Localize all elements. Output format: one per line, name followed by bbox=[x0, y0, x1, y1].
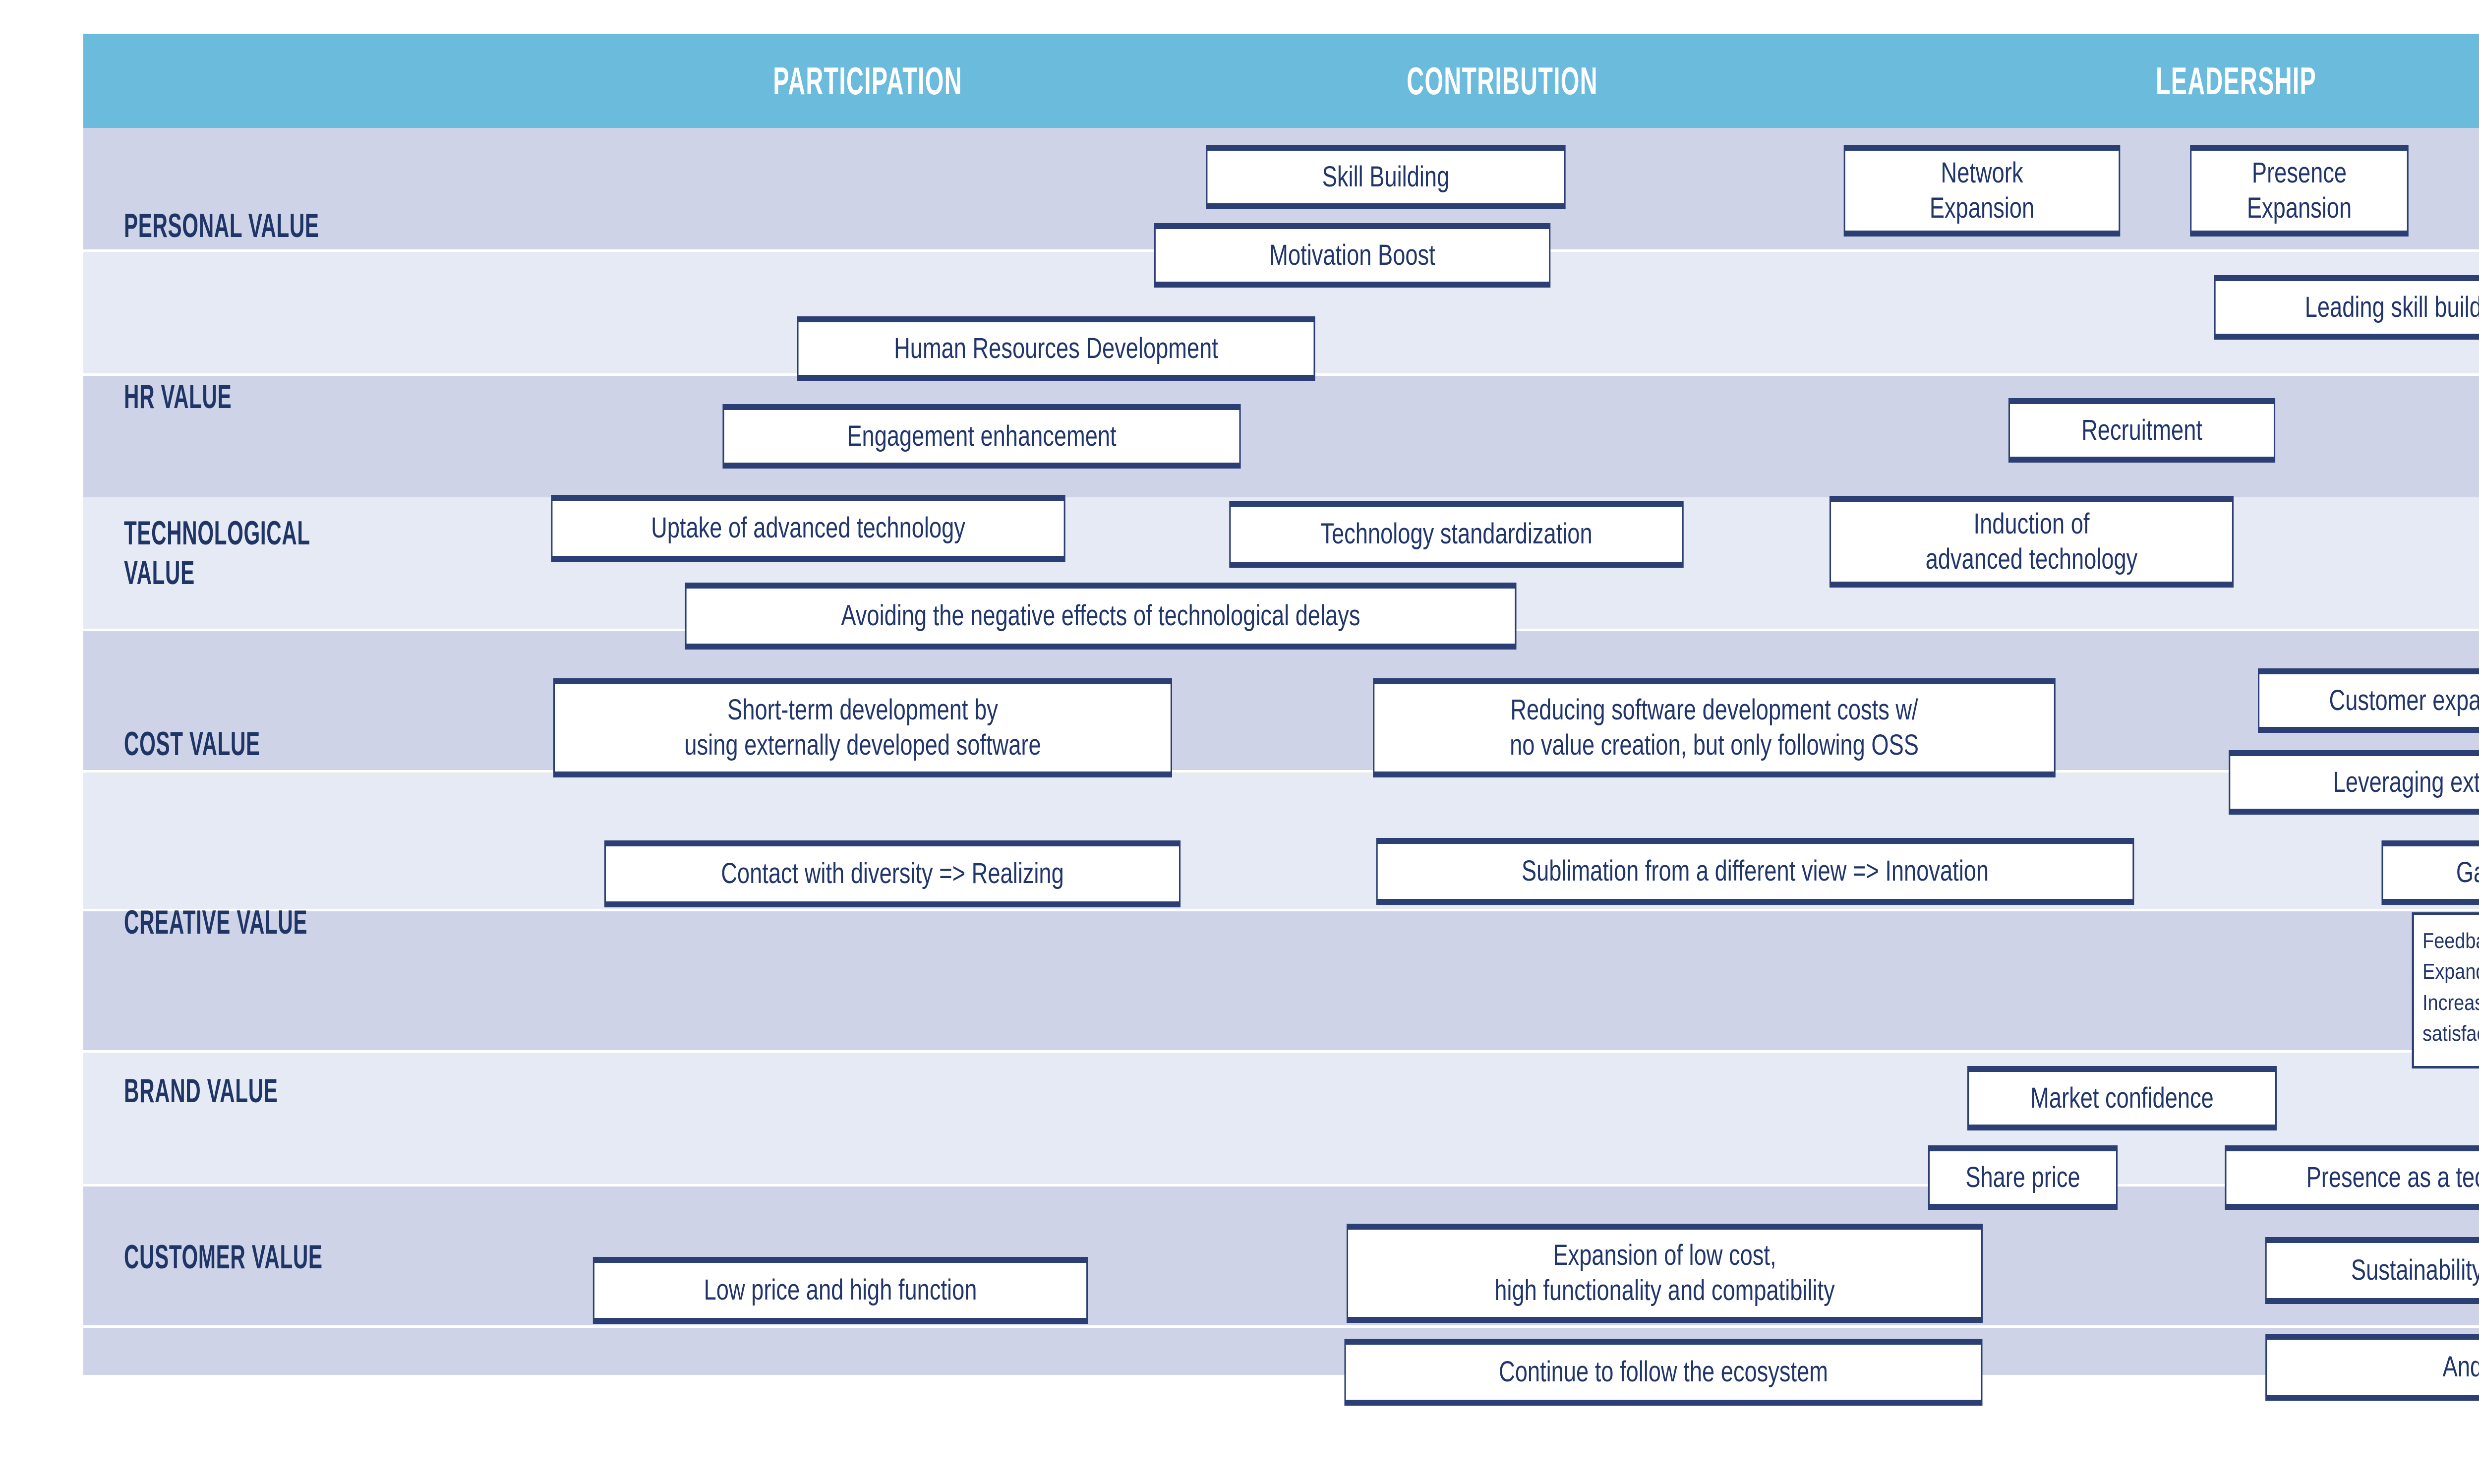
row-label-personal-value: PERSONAL VALUE bbox=[124, 207, 319, 244]
cell-low-price-high-function[interactable]: Low price and high function bbox=[592, 1257, 1088, 1324]
row-band-8 bbox=[83, 1187, 2479, 1325]
row-label-customer-value: CUSTOMER VALUE bbox=[124, 1238, 323, 1276]
column-header-leadership: LEADERSHIP bbox=[2155, 59, 2317, 103]
cell-and-more[interactable]: And more??? bbox=[2265, 1334, 2479, 1401]
cell-sustainability-service-product[interactable]: Sustainability of service/product bbox=[2265, 1237, 2479, 1304]
cell-avoiding-negative-effects[interactable]: Avoiding the negative effects of technol… bbox=[685, 583, 1517, 650]
cell-recruitment[interactable]: Recruitment bbox=[2008, 398, 2276, 463]
cell-motivation-boost[interactable]: Motivation Boost bbox=[1154, 223, 1551, 288]
row-band-6 bbox=[83, 911, 2479, 1050]
row-band-9 bbox=[83, 1328, 2479, 1375]
cell-network-expansion[interactable]: Network Expansion bbox=[1843, 145, 2121, 237]
cell-technology-standardization[interactable]: Technology standardization bbox=[1229, 501, 1684, 568]
cell-leading-skill-building[interactable]: Leading skill building bbox=[2214, 275, 2479, 340]
row-label-technological-value: TECHNOLOGICAL VALUE bbox=[124, 514, 310, 592]
column-header-participation: PARTICIPATION bbox=[773, 59, 962, 103]
cell-human-resources-development[interactable]: Human Resources Development bbox=[797, 316, 1315, 381]
row-label-hr-value: HR VALUE bbox=[124, 378, 232, 416]
cell-short-term-development[interactable]: Short-term development by using external… bbox=[553, 678, 1172, 777]
cell-uptake-advanced-technology[interactable]: Uptake of advanced technology bbox=[551, 495, 1065, 562]
cell-skill-building[interactable]: Skill Building bbox=[1206, 145, 1566, 209]
cell-engagement-enhancement[interactable]: Engagement enhancement bbox=[722, 404, 1241, 469]
cell-induction-advanced-technology[interactable]: Induction of advanced technology bbox=[1829, 496, 2234, 588]
cell-reducing-software-costs[interactable]: Reducing software development costs w/ n… bbox=[1373, 678, 2056, 777]
cell-continue-follow-ecosystem[interactable]: Continue to follow the ecosystem bbox=[1344, 1339, 1983, 1406]
cell-gaining-community[interactable]: Gaining Community bbox=[2381, 840, 2479, 905]
column-header-bar bbox=[83, 34, 2479, 128]
cell-expansion-low-cost[interactable]: Expansion of low cost, high functionalit… bbox=[1346, 1224, 1983, 1323]
cell-sublimation-innovation[interactable]: Sublimation from a different view => Inn… bbox=[1376, 838, 2134, 905]
cell-contact-with-diversity[interactable]: Contact with diversity => Realizing bbox=[604, 840, 1181, 907]
row-label-cost-value: COST VALUE bbox=[124, 725, 260, 763]
cell-presence-technology-company[interactable]: Presence as a technology company bbox=[2225, 1145, 2479, 1210]
row-label-creative-value: CREATIVE VALUE bbox=[124, 903, 308, 941]
row-band-4 bbox=[83, 631, 2479, 770]
cell-presence-expansion[interactable]: Presence Expansion bbox=[2190, 145, 2409, 237]
cell-leveraging-external-resources[interactable]: Leveraging external resources bbox=[2229, 750, 2479, 815]
cell-share-price[interactable]: Share price bbox=[1928, 1145, 2118, 1210]
row-label-brand-value: BRAND VALUE bbox=[124, 1072, 278, 1110]
column-header-contribution: CONTRIBUTION bbox=[1407, 59, 1598, 103]
cell-market-confidence[interactable]: Market confidence bbox=[1967, 1066, 2277, 1130]
cell-feedback-expanded-usage[interactable]: Feedback, Expanded usage, Increase custo… bbox=[2412, 912, 2479, 1068]
cell-customer-expansion[interactable]: Customer expansion bbox=[2258, 668, 2479, 733]
